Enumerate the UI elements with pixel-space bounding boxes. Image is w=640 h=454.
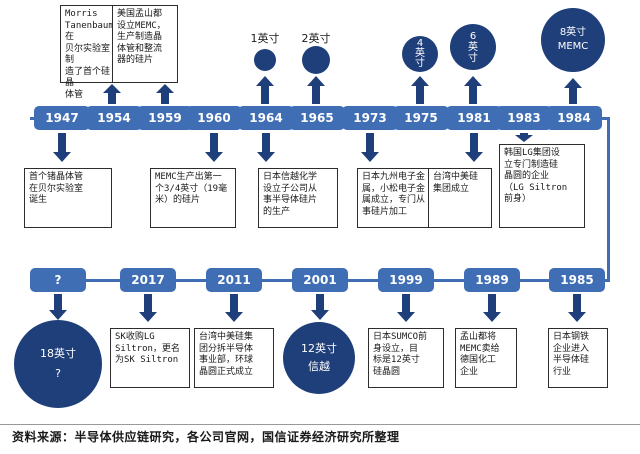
arrow-down-1985 (568, 294, 586, 322)
mid_boxes-5: 韩国LG集团设 立专门制造硅 晶圆的企业 （LG Siltron 前身） (499, 144, 585, 228)
mid_boxes-4: 台湾中美硅 集团成立 (428, 168, 492, 228)
timeline-node-bottom-4: 1999 (378, 268, 434, 292)
bottom_boxes-3: 孟山都将 MEMC卖给 德国化工 企业 (455, 328, 517, 388)
timeline-node-1975: 1975 (393, 106, 449, 130)
c6-line3: 寸 (468, 52, 478, 64)
c4-line1: 4 (416, 38, 424, 49)
arrow-down-1999 (397, 294, 415, 322)
c12-line2: 信越 (308, 360, 330, 373)
timeline-node-1960: 1960 (186, 106, 242, 130)
c4-line2: 英 (415, 48, 425, 59)
timeline-node-1983: 1983 (496, 106, 552, 130)
arrow-down-2017 (139, 294, 157, 322)
arrow-down-1947 (53, 133, 71, 162)
arrow-down-1989 (483, 294, 501, 322)
c18-line2: ? (55, 367, 61, 380)
footnote: 资料来源：半导体供应链研究，各公司官网，国信证券经济研究所整理 (12, 430, 400, 444)
right-timeline-line (607, 117, 610, 282)
wafer-1inch (254, 49, 276, 71)
bottom_boxes-4: 日本钢铁 企业进入 半导体硅 行业 (548, 328, 608, 388)
mid_boxes-2: 日本信越化学 设立子公司从 事半导体硅片 的生产 (258, 168, 338, 228)
timeline-node-1973: 1973 (342, 106, 398, 130)
footnote-divider (0, 424, 640, 425)
wafer-8inch: 8英寸 MEMC (541, 8, 605, 72)
arrow-down-1983 (515, 133, 533, 142)
mid_boxes-0: 首个锗晶体管 在贝尔实验室 诞生 (24, 168, 112, 228)
timeline-node-bottom-3: 2001 (292, 268, 348, 292)
timeline-node-bottom-1: 2017 (120, 268, 176, 292)
c18-line1: 18英寸 (40, 347, 76, 360)
bottom_boxes-2: 日本SUMCO前 身设立，目 标是12英寸 硅晶圆 (368, 328, 444, 388)
top_boxes-1: 美国孟山都 设立MEMC， 生产制造晶 体管和整流 器的硅片 (112, 5, 178, 83)
label-1inch: 1英寸 (250, 32, 280, 45)
timeline-node-bottom-2: 2011 (206, 268, 262, 292)
c6-line2: 英 (468, 41, 478, 53)
arrow-up-1964 (256, 76, 274, 104)
wafer-18inch: 18英寸 ? (14, 320, 102, 408)
arrow-down-q (49, 294, 67, 320)
timeline-node-bottom-6: 1985 (549, 268, 605, 292)
timeline-node-bottom-5: 1989 (464, 268, 520, 292)
c6-line1: 6 (469, 30, 477, 42)
arrow-up-1954 (103, 84, 121, 104)
timeline-node-1947: 1947 (34, 106, 90, 130)
arrow-down-2001 (311, 294, 329, 320)
wafer-12inch: 12英寸 信越 (283, 322, 355, 394)
arrow-up-1959 (156, 84, 174, 104)
arrow-down-1964 (257, 133, 275, 162)
timeline-node-1984: 1984 (546, 106, 602, 130)
arrow-up-1975 (411, 76, 429, 104)
timeline-node-1954: 1954 (86, 106, 142, 130)
wafer-4inch: 4 英 寸 (402, 36, 438, 72)
c8-line1: 8英寸 (559, 27, 587, 38)
wafer-2inch (302, 46, 330, 74)
mid_boxes-1: MEMC生产出第一 个3/4英寸（19毫 米）的硅片 (150, 168, 236, 228)
timeline-node-1959: 1959 (137, 106, 193, 130)
c8-line2: MEMC (557, 41, 589, 52)
arrow-up-1965 (307, 76, 325, 104)
top_boxes-0: Morris Tanenbaum在 贝尔实验室制 造了首个硅晶 体管 (60, 5, 122, 100)
bottom_boxes-1: 台湾中美硅集 团分拆半导体 事业部，环球 晶圆正式成立 (194, 328, 274, 388)
arrow-down-1981 (465, 133, 483, 162)
timeline-node-bottom-0: ? (30, 268, 86, 292)
arrow-up-1984 (564, 78, 582, 104)
bottom_boxes-0: SK收购LG Siltron，更名 为SK Siltron (110, 328, 190, 388)
c12-line1: 12英寸 (301, 342, 337, 355)
arrow-down-1973 (361, 133, 379, 162)
arrow-down-1960 (205, 133, 223, 162)
wafer-6inch: 6 英 寸 (450, 24, 496, 70)
c4-line3: 寸 (415, 58, 425, 69)
timeline-node-1964: 1964 (238, 106, 294, 130)
timeline-node-1981: 1981 (446, 106, 502, 130)
label-2inch: 2英寸 (301, 32, 331, 45)
arrow-down-2011 (225, 294, 243, 322)
timeline-node-1965: 1965 (289, 106, 345, 130)
arrow-up-1981 (464, 76, 482, 104)
